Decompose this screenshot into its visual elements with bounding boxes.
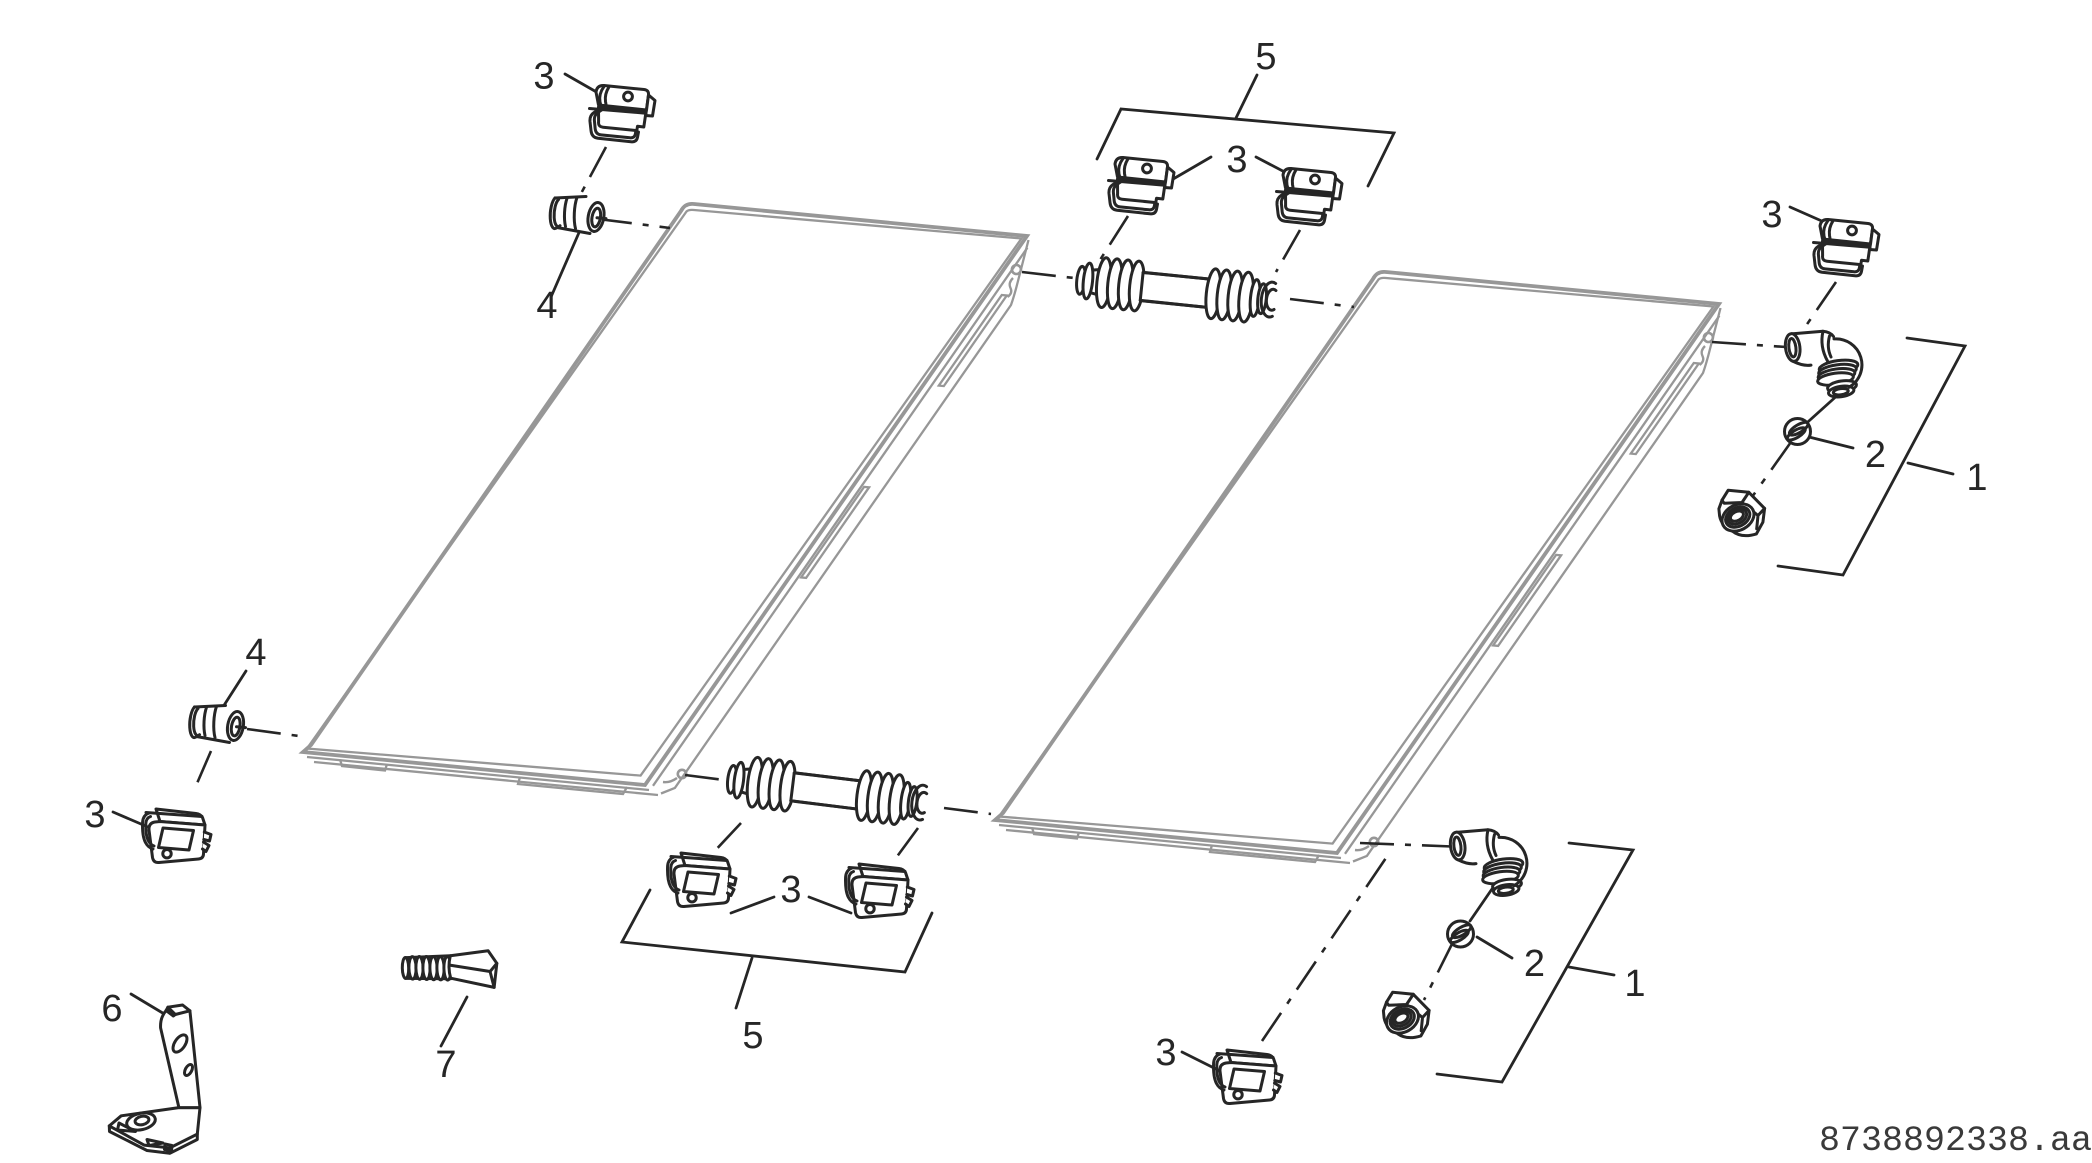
- svg-text:3: 3: [1761, 194, 1782, 236]
- svg-text:2: 2: [1524, 943, 1545, 985]
- svg-text:2: 2: [1865, 434, 1886, 476]
- svg-text:4: 4: [536, 285, 557, 327]
- svg-text:7: 7: [435, 1044, 456, 1086]
- svg-text:3: 3: [780, 869, 801, 911]
- svg-text:5: 5: [1255, 36, 1276, 78]
- svg-text:5: 5: [742, 1015, 763, 1057]
- svg-text:3: 3: [1226, 139, 1247, 181]
- svg-text:3: 3: [1155, 1032, 1176, 1074]
- svg-text:1: 1: [1624, 963, 1645, 1005]
- svg-text:6: 6: [101, 988, 122, 1030]
- svg-text:1: 1: [1966, 457, 1987, 499]
- svg-text:3: 3: [533, 56, 554, 98]
- svg-text:3: 3: [84, 794, 105, 836]
- svg-text:4: 4: [245, 632, 266, 674]
- svg-text:8738892338.aa: 8738892338.aa: [1819, 1121, 2092, 1161]
